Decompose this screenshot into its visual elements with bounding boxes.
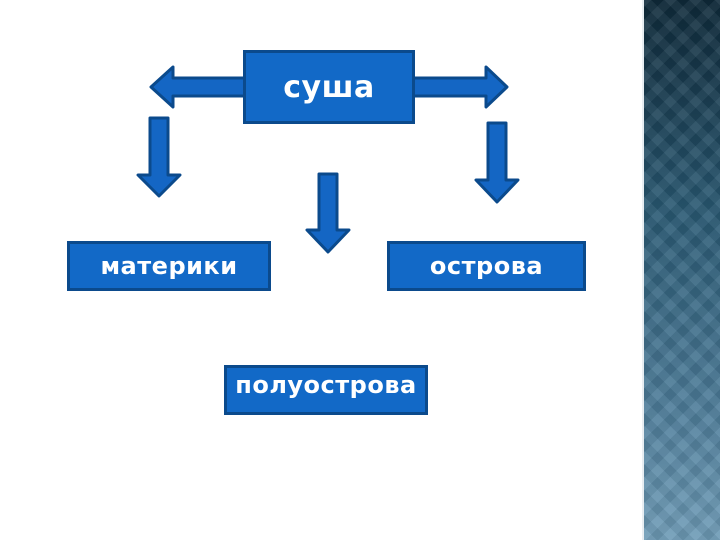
node-islands: острова: [387, 241, 586, 291]
arrow-down-left: [136, 116, 182, 198]
node-land-label: суша: [283, 69, 375, 105]
node-peninsulas: полуострова: [224, 365, 428, 415]
arrow-down-right: [474, 121, 520, 204]
arrow-down-center: [305, 172, 351, 254]
decorative-side-panel: [642, 0, 720, 540]
arrow-left: [149, 65, 247, 109]
node-continents: материки: [67, 241, 271, 291]
arrow-right: [411, 65, 509, 109]
node-land: суша: [243, 50, 415, 124]
node-continents-label: материки: [100, 252, 238, 280]
node-islands-label: острова: [429, 252, 544, 280]
node-peninsulas-label: полуострова: [235, 371, 417, 399]
